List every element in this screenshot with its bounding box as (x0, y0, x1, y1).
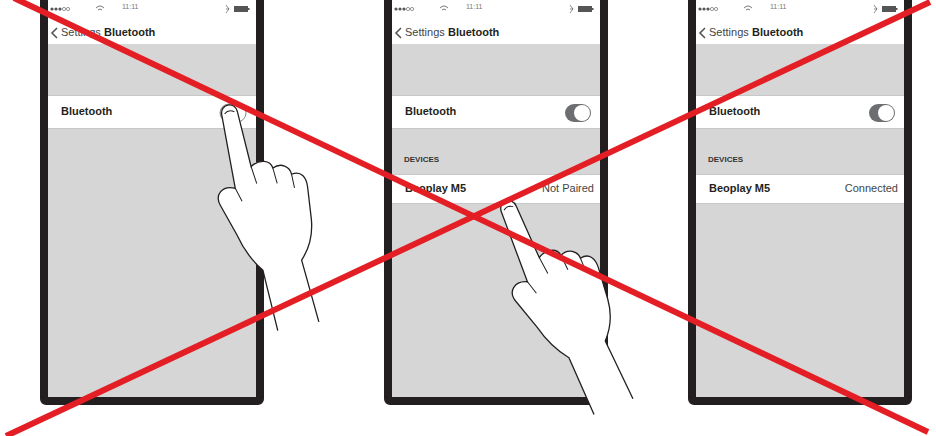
settings-row: Bluetooth (392, 95, 600, 129)
screen-title: Bluetooth (104, 26, 155, 39)
phone-screen: 11:11SettingsBluetoothBluetooth (40, 0, 264, 405)
settings-row: Bluetooth (696, 95, 904, 129)
status-time: 11:11 (770, 3, 786, 11)
settings-row: Bluetooth (48, 95, 256, 129)
settings-row: Beoplay M5 Not Paired (392, 174, 600, 204)
row-label: Beoplay M5 (709, 182, 770, 195)
screen-title: Bluetooth (448, 26, 499, 39)
status-time: 11:11 (466, 3, 482, 11)
phone-screen: 11:11SettingsBluetoothDEVICESBluetoothBe… (688, 0, 912, 405)
section-header: DEVICES (708, 155, 743, 165)
row-label: Beoplay M5 (405, 182, 466, 195)
row-status: Not Paired (542, 182, 594, 195)
back-label: Settings (61, 26, 101, 39)
section-header: DEVICES (404, 155, 439, 165)
row-label: Bluetooth (61, 105, 112, 118)
status-time: 11:11 (122, 3, 138, 11)
row-status: Connected (845, 182, 898, 195)
settings-row: Beoplay M5 Connected (696, 174, 904, 204)
row-label: Bluetooth (709, 105, 760, 118)
screen-title: Bluetooth (752, 26, 803, 39)
back-label: Settings (405, 26, 445, 39)
row-label: Bluetooth (405, 105, 456, 118)
phone-screen: 11:11SettingsBluetoothDEVICESBluetoothBe… (384, 0, 608, 405)
back-label: Settings (709, 26, 749, 39)
